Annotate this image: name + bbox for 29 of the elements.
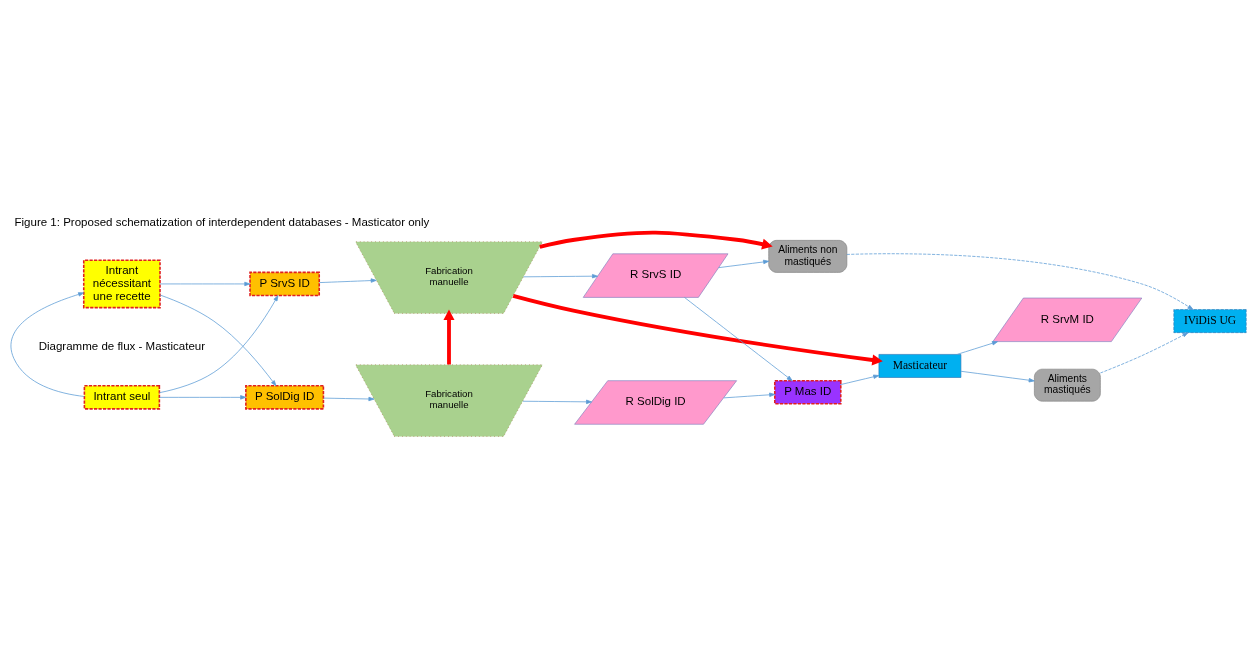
arrow: [1100, 331, 1189, 373]
arrow: [718, 259, 770, 268]
diagram-title: Figure 1: Proposed schematization of interdependent databases - Masticator only: [14, 215, 430, 228]
node-box: Masticateur: [878, 353, 962, 378]
arrow: [960, 370, 1035, 382]
node-box: Intrant nécessitant une recette: [82, 258, 161, 308]
node-box: Aliments mastiqués: [1034, 368, 1101, 401]
arrow: [159, 394, 247, 400]
arrow: [684, 296, 793, 381]
node-box: P SolDig ID: [245, 384, 325, 410]
arrow: [522, 399, 592, 404]
node-box: Aliments non mastiqués: [768, 239, 848, 273]
arrow: [318, 277, 377, 283]
arrow: [723, 392, 776, 398]
label: Diagramme de flux - Masticateur: [38, 339, 206, 352]
arrow: [512, 293, 883, 365]
arrow: [840, 374, 880, 385]
arrow: [159, 281, 251, 286]
node-box: P SrvS ID: [249, 271, 321, 296]
node-box: P Mas ID: [774, 379, 842, 405]
arrow: [956, 340, 998, 355]
node-box: IViDiS UG: [1173, 308, 1247, 333]
arrow: [523, 273, 598, 278]
arrow: [323, 396, 375, 401]
arrow: [539, 230, 773, 250]
arrow: [10, 291, 85, 397]
arrow: [846, 252, 1194, 310]
arrow: [443, 308, 455, 364]
node-box: Intrant seul: [83, 384, 161, 410]
